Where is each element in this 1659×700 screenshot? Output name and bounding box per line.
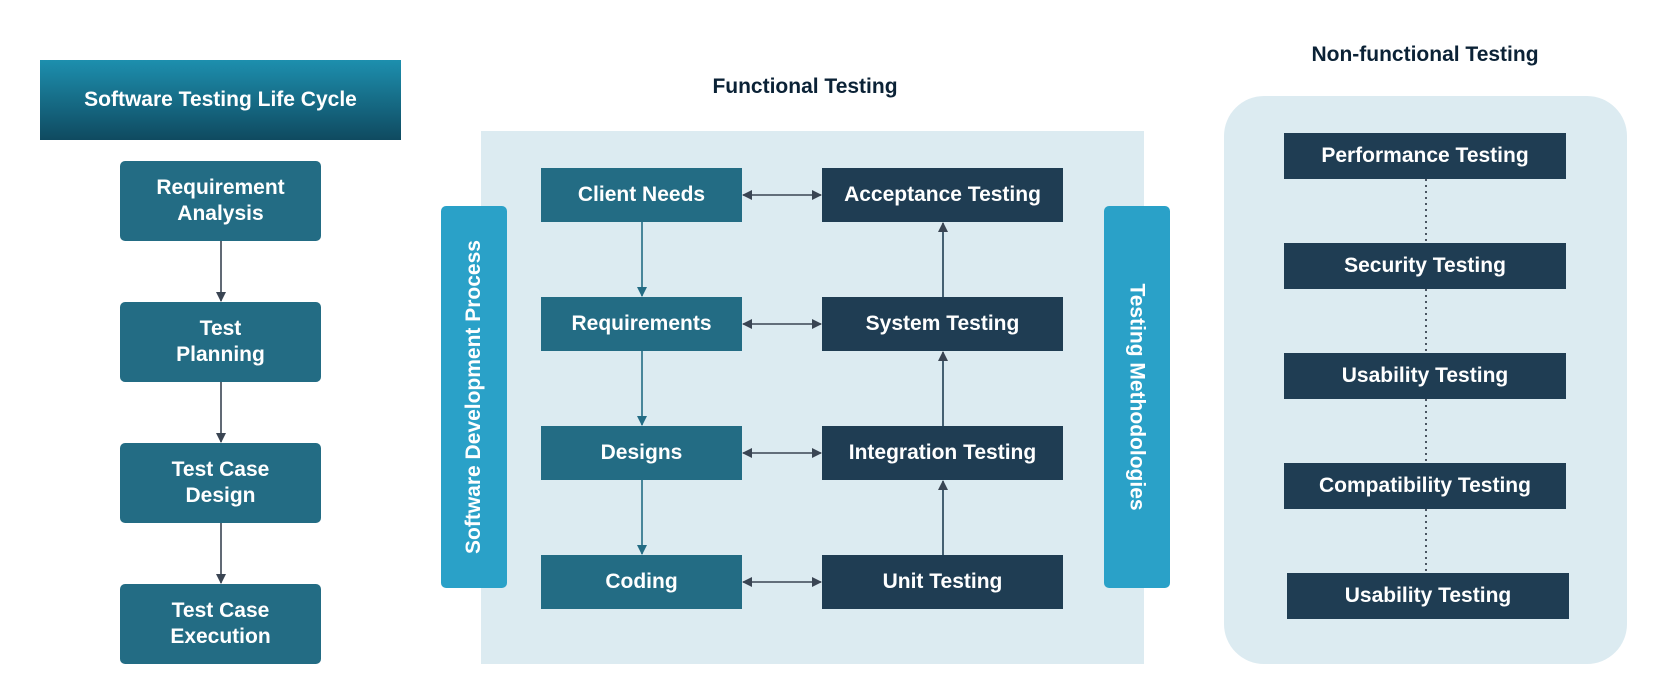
test-integration: Integration Testing	[822, 426, 1063, 480]
dev-client-needs: Client Needs	[541, 168, 742, 222]
lifecycle-step-requirement-analysis: Requirement Analysis	[120, 161, 321, 241]
testing-methodologies-bar: Testing Methodologies	[1104, 206, 1170, 588]
lifecycle-header: Software Testing Life Cycle	[40, 60, 401, 140]
testing-methodologies-label: Testing Methodologies	[1126, 283, 1150, 511]
nonfunctional-item-usability: Usability Testing	[1284, 353, 1566, 399]
nonfunctional-item-usability-2: Usability Testing	[1287, 573, 1569, 619]
nonfunctional-item-security: Security Testing	[1284, 243, 1566, 289]
nonfunctional-testing-title: Non-functional Testing	[1311, 43, 1539, 66]
test-unit: Unit Testing	[822, 555, 1063, 609]
dev-designs: Designs	[541, 426, 742, 480]
lifecycle-step-test-planning: Test Planning	[120, 302, 321, 382]
functional-testing-title: Functional Testing	[712, 75, 898, 98]
nonfunctional-item-performance: Performance Testing	[1284, 133, 1566, 179]
nonfunctional-item-compatibility: Compatibility Testing	[1284, 463, 1566, 509]
test-system: System Testing	[822, 297, 1063, 351]
lifecycle-step-test-case-design: Test Case Design	[120, 443, 321, 523]
lifecycle-step-test-case-execution: Test Case Execution	[120, 584, 321, 664]
software-development-process-bar: Software Development Process	[441, 206, 507, 588]
dev-coding: Coding	[541, 555, 742, 609]
test-acceptance: Acceptance Testing	[822, 168, 1063, 222]
software-development-process-label: Software Development Process	[462, 240, 486, 554]
dev-requirements: Requirements	[541, 297, 742, 351]
